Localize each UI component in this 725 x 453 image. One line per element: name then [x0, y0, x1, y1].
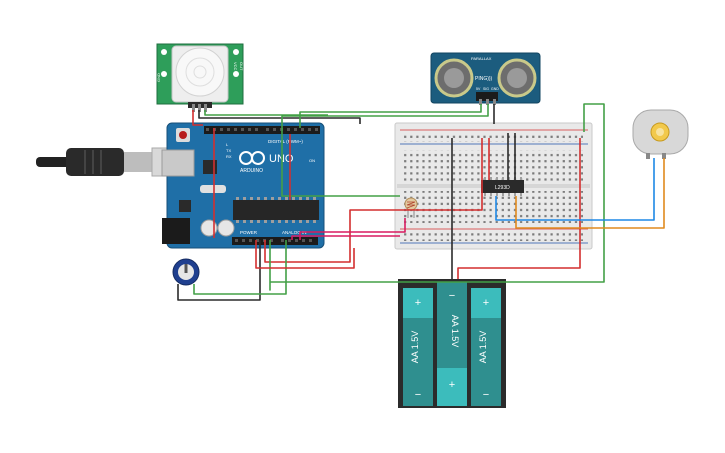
- usb-cable: [36, 147, 177, 177]
- arduino-tx-label: TX: [226, 148, 231, 153]
- wire-pot-left: [177, 240, 261, 301]
- ultrasonic-ping-sensor: PARALLAX PING))) 5V SIG GND: [430, 52, 541, 105]
- pir-motion-sensor: VCC OUT GND: [156, 43, 244, 112]
- ultrasonic-brand-label: PARALLAX: [471, 56, 492, 61]
- wire-ultrasonic-5v: [299, 104, 482, 128]
- battery-middle-plus: +: [449, 379, 455, 391]
- battery-left-plus: +: [415, 297, 421, 309]
- wire-ldr-power: [291, 235, 400, 240]
- wire-arduino-gnd-red: [255, 240, 355, 269]
- arduino-analog-label: ANALOG IN: [282, 230, 307, 235]
- pir-dome: [175, 47, 225, 97]
- wire-pir-vcc: [192, 110, 203, 126]
- pir-pin-label-out: OUT: [239, 62, 244, 71]
- dc-motor: [632, 109, 689, 159]
- arduino-rx-label: RX: [226, 154, 232, 159]
- pir-pin-label-vcc: VCC: [233, 62, 238, 71]
- battery-right-plus: +: [483, 297, 489, 309]
- battery-right-cell-label: AA 1.5V: [478, 331, 488, 364]
- wire-motor-blue: [495, 158, 655, 221]
- battery-left-cell-label: AA 1.5V: [410, 331, 420, 364]
- battery-middle-cell-label: AA 1.5V: [450, 315, 460, 348]
- wire-ultrasonic-sig: [281, 104, 489, 197]
- arduino-power-label: POWER: [240, 230, 258, 235]
- ultrasonic-pin-label-5v: 5V: [476, 87, 481, 91]
- arduino-led-label: L: [226, 142, 229, 147]
- ultrasonic-pin-label-sig: SIG: [483, 87, 489, 91]
- wire-battery-plus: [457, 138, 581, 279]
- arduino-on-label: ON: [309, 158, 315, 163]
- arduino-logo-icon: [239, 151, 265, 165]
- battery-left-minus: −: [415, 389, 421, 401]
- ultrasonic-pin-label-gnd: GND: [491, 87, 499, 91]
- arduino-uno-board: UNO ARDUINO DIGITAL (PWM~) POWER ANALOG …: [161, 122, 325, 249]
- wire-pir-out: [198, 110, 361, 124]
- arduino-logo-text: ARDUINO: [240, 168, 263, 174]
- battery-cell-left: + − AA 1.5V: [403, 288, 433, 406]
- l293d-chip-label: L293D: [495, 185, 510, 191]
- wires: [177, 103, 665, 301]
- battery-cell-middle: − + AA 1.5V: [437, 282, 467, 406]
- battery-pack: + − AA 1.5V − + AA 1.5V + − AA 1.5V: [398, 279, 506, 408]
- wire-pot-right: [193, 240, 287, 295]
- wire-motor-orange: [515, 158, 665, 229]
- battery-right-minus: −: [483, 389, 489, 401]
- potentiometer: [172, 258, 200, 286]
- arduino-digital-label: DIGITAL (PWM~): [268, 139, 303, 144]
- battery-middle-minus: −: [449, 290, 455, 302]
- wire-green-loop: [269, 103, 605, 291]
- pir-pin-label-gnd: GND: [156, 73, 161, 82]
- ultrasonic-model-label: PING))): [475, 76, 493, 82]
- wire-pir-gnd: [204, 110, 328, 116]
- battery-cell-right: + − AA 1.5V: [471, 288, 501, 406]
